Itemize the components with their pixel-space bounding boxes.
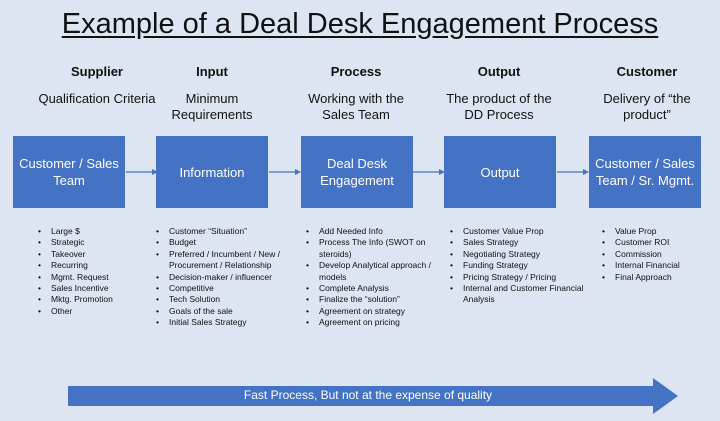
column-heading: Output — [477, 64, 521, 79]
list-item: Other — [38, 306, 166, 318]
list-item: Funding Strategy — [450, 260, 593, 272]
column-subtitle: Minimum Requirements — [171, 91, 253, 122]
list-item: Preferred / Incumbent / New / Procuremen… — [156, 249, 299, 272]
connector-arrow — [413, 169, 445, 175]
box-customer-sales-team: Customer / Sales Team — [13, 136, 125, 208]
page-title: Example of a Deal Desk Engagement Proces… — [61, 8, 659, 40]
list-item: Sales Incentive — [38, 283, 166, 295]
list-item: Competitive — [156, 283, 299, 295]
list-item: Internal and Customer Financial Analysis — [450, 283, 593, 306]
column-subtitle: Qualification Criteria — [38, 91, 156, 106]
bullet-list-output: Customer Value Prop Sales Strategy Negot… — [447, 226, 593, 306]
list-item: Commission — [602, 249, 720, 261]
column-heading: Input — [196, 64, 228, 79]
list-item: Goals of the sale — [156, 306, 299, 318]
box-deal-desk-engagement: Deal Desk Engagement — [301, 136, 413, 208]
connector-arrow — [269, 169, 301, 175]
list-item: Mktg. Promotion — [38, 294, 166, 306]
bullet-list-supplier: Large $ Strategic Takeover Recurring Mgm… — [35, 226, 166, 318]
list-item: Customer Value Prop — [450, 226, 593, 238]
connector-arrow — [126, 169, 158, 175]
list-item: Decision-maker / influencer — [156, 272, 299, 284]
list-item: Recurring — [38, 260, 166, 272]
list-item: Negotiating Strategy — [450, 249, 593, 261]
list-item: Develop Analytical approach / models — [306, 260, 449, 283]
list-item: Budget — [156, 237, 299, 249]
bullet-list-process: Add Needed Info Process The Info (SWOT o… — [303, 226, 449, 329]
bullet-list-customer: Value Prop Customer ROI Commission Inter… — [599, 226, 720, 283]
list-item: Final Approach — [602, 272, 720, 284]
list-item: Internal Financial — [602, 260, 720, 272]
list-item: Pricing Strategy / Pricing — [450, 272, 593, 284]
column-heading: Process — [330, 64, 382, 79]
list-item: Agreement on pricing — [306, 317, 449, 329]
list-item: Takeover — [38, 249, 166, 261]
list-item: Strategic — [38, 237, 166, 249]
box-information: Information — [156, 136, 268, 208]
connector-arrow — [557, 169, 589, 175]
list-item: Add Needed Info — [306, 226, 449, 238]
list-item: Tech Solution — [156, 294, 299, 306]
list-item: Sales Strategy — [450, 237, 593, 249]
column-subtitle: Delivery of “the product” — [603, 91, 691, 122]
list-item: Complete Analysis — [306, 283, 449, 295]
column-heading: Supplier — [70, 64, 123, 79]
list-item: Mgmt. Request — [38, 272, 166, 284]
list-item: Finalize the “solution” — [306, 294, 449, 306]
process-speed-arrow — [68, 378, 678, 414]
list-item: Large $ — [38, 226, 166, 238]
box-customer-sales-team-sr-mgmt: Customer / Sales Team / Sr. Mgmt. — [589, 136, 701, 208]
list-item: Customer “Situation” — [156, 226, 299, 238]
list-item: Customer ROI — [602, 237, 720, 249]
list-item: Initial Sales Strategy — [156, 317, 299, 329]
process-speed-label: Fast Process, But not at the expense of … — [243, 388, 493, 402]
bullet-list-input: Customer “Situation” Budget Preferred / … — [153, 226, 299, 329]
column-subtitle: The product of the DD Process — [446, 91, 552, 122]
box-output: Output — [444, 136, 556, 208]
list-item: Agreement on strategy — [306, 306, 449, 318]
column-subtitle: Working with the Sales Team — [308, 91, 404, 122]
column-heading: Customer — [616, 64, 678, 79]
list-item: Value Prop — [602, 226, 720, 238]
list-item: Process The Info (SWOT on steroids) — [306, 237, 449, 260]
